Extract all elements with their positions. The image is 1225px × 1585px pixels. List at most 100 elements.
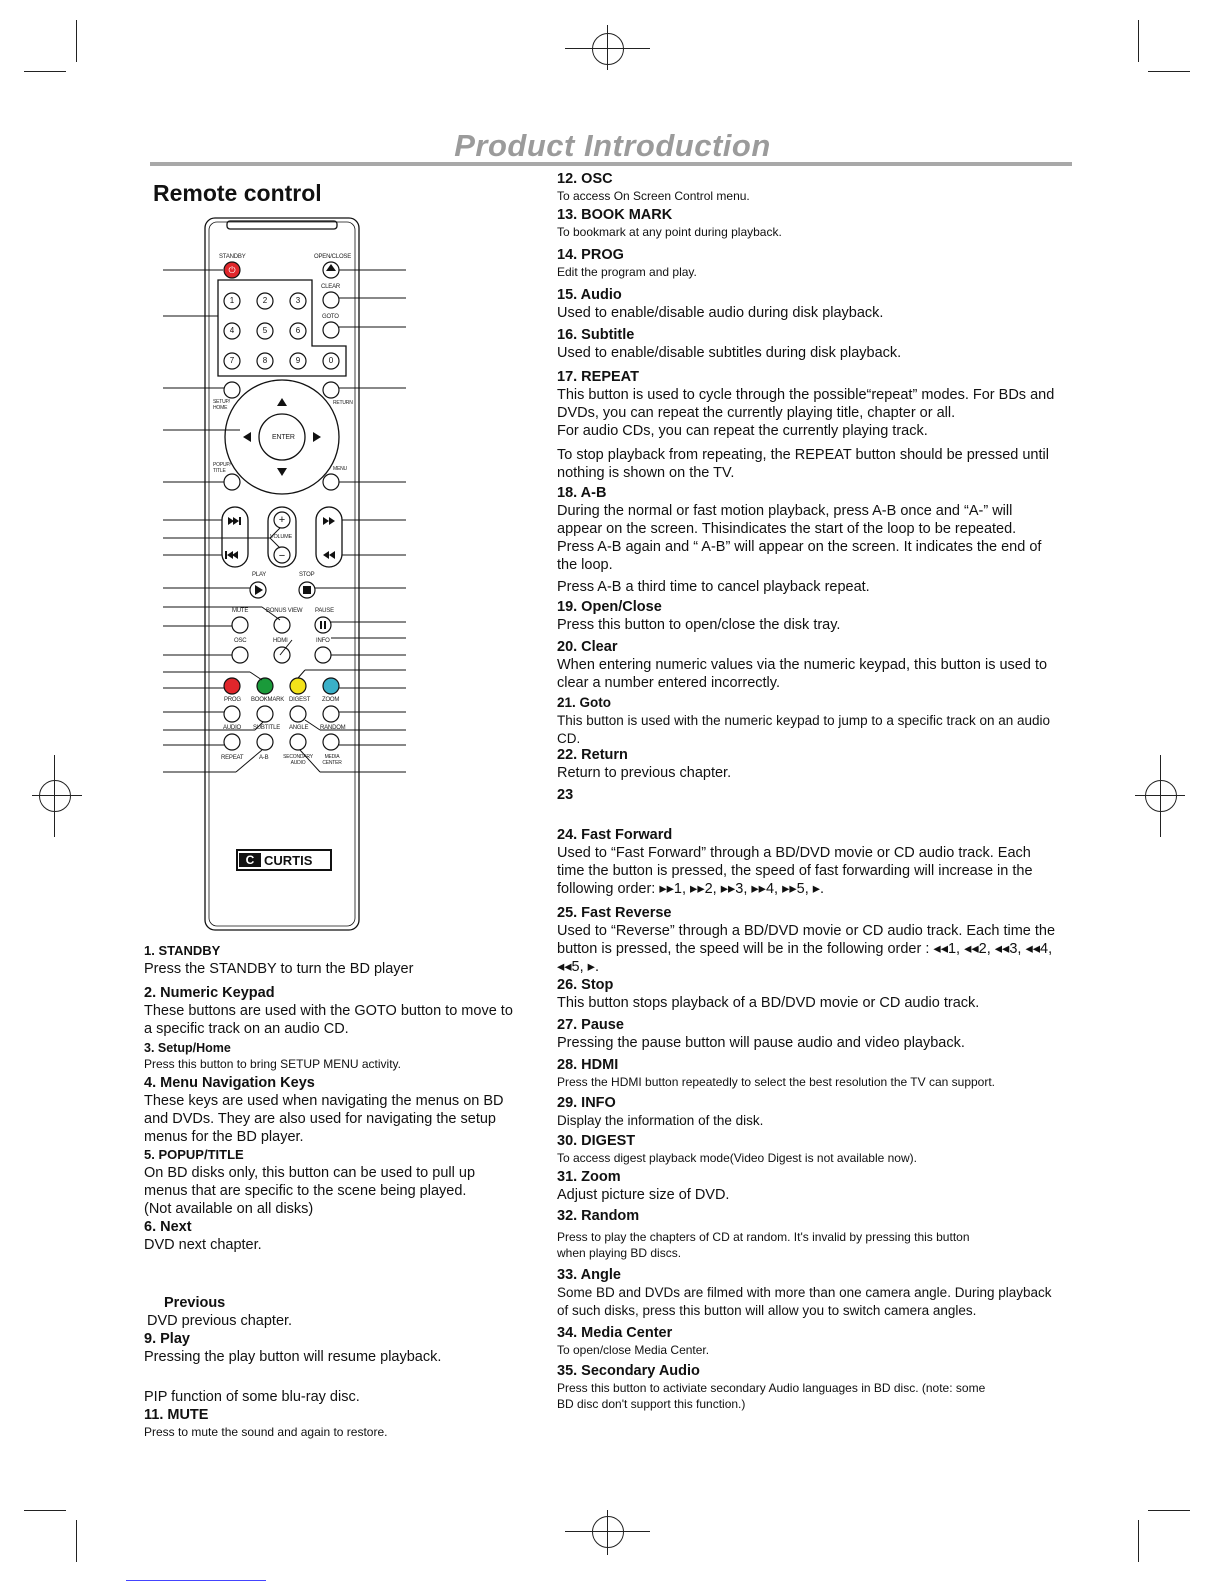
- brand-c-icon: C: [239, 853, 261, 867]
- crop-mark-bottom-left-h: [24, 1510, 66, 1511]
- subtitle-button: [256, 733, 274, 751]
- standby-button: [223, 261, 241, 279]
- label-prog: PROG: [224, 697, 241, 703]
- entry-head: 6. Next: [144, 1219, 192, 1235]
- entry-head: 1. STANDBY: [144, 943, 221, 958]
- entry-head: 12. OSC: [557, 171, 613, 187]
- goto-button: [322, 321, 340, 339]
- label-enter: ENTER: [272, 434, 295, 441]
- entry-desc: These buttons are used with the GOTO but…: [144, 1003, 513, 1037]
- key-7: [223, 352, 241, 370]
- entry-head: 5. POPUP/TITLE: [144, 1147, 244, 1162]
- digit-3: 3: [295, 296, 301, 305]
- digit-8: 8: [262, 356, 268, 365]
- label-volume: VOLUME: [270, 534, 293, 540]
- entry-desc: Some BD and DVDs are filmed with more th…: [557, 1285, 1052, 1318]
- crop-mark-top-right-h: [1148, 71, 1190, 72]
- label-mute: MUTE: [232, 608, 249, 614]
- entry-head: 30. DIGEST: [557, 1133, 636, 1149]
- bonus-view-button: [273, 616, 291, 634]
- return-button: [322, 381, 340, 399]
- keypad-frame: [217, 279, 347, 377]
- play-icon: [255, 585, 263, 595]
- entry-desc: To access digest playback mode(Video Dig…: [557, 1151, 917, 1165]
- label-clear: CLEAR: [321, 284, 341, 290]
- entry-desc: Return to previous chapter.: [557, 765, 732, 781]
- fast-reverse-icon: [329, 551, 335, 559]
- entry-desc: To bookmark at any point during playback…: [557, 225, 782, 239]
- label-subtitle: SUBTITLE: [253, 725, 281, 731]
- entry-desc-2: For audio CDs, you can repeat the curren…: [557, 423, 928, 439]
- volume-frame: [267, 506, 297, 568]
- entry-digest: 30. DIGEST To access digest playback mod…: [557, 1132, 917, 1166]
- label-return: RETURN: [333, 400, 353, 406]
- entry-head: 22. Return: [557, 747, 628, 763]
- entry-desc-2: Press A-B again and “ A-B” will appear o…: [557, 539, 1042, 573]
- previous-icon: [232, 551, 238, 559]
- prog-button: [223, 705, 241, 723]
- entry-clear: 20. Clear When entering numeric values v…: [557, 638, 1062, 692]
- label-popup-title: POPUP/ TITLE: [213, 462, 231, 474]
- entry-return: 22. Return Return to previous chapter.: [557, 746, 731, 782]
- fast-forward-icon: [323, 517, 329, 525]
- green-button: [256, 677, 274, 695]
- entry-desc: Used to “Reverse” through a BD/DVD movie…: [557, 923, 1056, 975]
- label-stop: STOP: [299, 572, 315, 578]
- entry-open-close: 19. Open/Close Press this button to open…: [557, 598, 840, 634]
- remote-ir-window: [226, 220, 338, 230]
- entry-head: 32. Random: [557, 1208, 640, 1224]
- pause-icon-bar-2: [324, 621, 326, 629]
- entry-desc: On BD disks only, this button can be use…: [144, 1165, 476, 1217]
- entry-head: 15. Audio: [557, 287, 622, 303]
- eject-icon: [326, 264, 336, 271]
- entry-head: 13. BOOK MARK: [557, 207, 673, 223]
- digit-4: 4: [229, 326, 235, 335]
- entry-standby: 1. STANDBY Press the STANDBY to turn the…: [144, 942, 413, 978]
- label-random: RANDOM: [320, 725, 346, 731]
- entry-desc: Display the information of the disk.: [557, 1113, 764, 1128]
- entry-stop: 26. Stop This button stops playback of a…: [557, 976, 979, 1012]
- label-media-center: MEDIA CENTER: [322, 754, 342, 766]
- clear-button: [322, 291, 340, 309]
- yellow-button: [289, 677, 307, 695]
- entry-desc: When entering numeric values via the num…: [557, 657, 1048, 691]
- key-2: [256, 292, 274, 310]
- volume-up-button: [273, 511, 291, 529]
- entry-fast-forward: 24. Fast Forward Used to “Fast Forward” …: [557, 826, 1057, 898]
- nav-right-arrow-icon: [313, 432, 321, 442]
- label-audio: AUDIO: [223, 725, 242, 731]
- entry-desc: Pressing the pause button will pause aud…: [557, 1035, 965, 1051]
- entry-head: 35. Secondary Audio: [557, 1363, 700, 1379]
- entry-desc: This button is used to cycle through the…: [557, 387, 1055, 421]
- entry-head: 31. Zoom: [557, 1169, 621, 1185]
- digest-button: [289, 705, 307, 723]
- entry-desc: Press to mute the sound and again to res…: [144, 1425, 388, 1439]
- entry-desc: DVD previous chapter.: [147, 1313, 293, 1329]
- entry-desc: Press to play the chapters of CD at rand…: [557, 1230, 970, 1260]
- entry-bookmark: 13. BOOK MARK To bookmark at any point d…: [557, 206, 782, 240]
- entry-desc: PIP function of some blu-ray disc.: [144, 1389, 360, 1405]
- entry-subtitle: 16. Subtitle Used to enable/disable subt…: [557, 326, 901, 362]
- key-8: [256, 352, 274, 370]
- entry-next: 6. Next DVD next chapter.: [144, 1218, 262, 1254]
- angle-button: [289, 733, 307, 751]
- svg-text:+: +: [279, 514, 285, 526]
- digit-6: 6: [295, 326, 301, 335]
- entry-audio: 15. Audio Used to enable/disable audio d…: [557, 286, 883, 322]
- entry-secondary-audio: 35. Secondary Audio Press this button to…: [557, 1362, 987, 1412]
- entry-desc: Press this button to activiate secondary…: [557, 1381, 986, 1411]
- digit-5: 5: [262, 326, 268, 335]
- entry-prog: 14. PROG Edit the program and play.: [557, 246, 697, 280]
- page-title: Product Introduction: [454, 128, 771, 163]
- entry-head: 17. REPEAT: [557, 369, 639, 385]
- entry-pip: PIP function of some blu-ray disc.: [144, 1388, 360, 1406]
- entry-desc: Press this button to open/close the disk…: [557, 617, 841, 633]
- digit-1: 1: [229, 296, 235, 305]
- label-goto: GOTO: [322, 314, 339, 320]
- entry-previous: Previous DVD previous chapter.: [144, 1294, 292, 1330]
- entry-desc: These keys are used when navigating the …: [144, 1093, 504, 1145]
- volume-down-button: [273, 546, 291, 564]
- entry-osc: 12. OSC To access On Screen Control menu…: [557, 170, 750, 204]
- entry-angle: 33. Angle Some BD and DVDs are filmed wi…: [557, 1266, 1062, 1320]
- entry-zoom: 31. Zoom Adjust picture size of DVD.: [557, 1168, 729, 1204]
